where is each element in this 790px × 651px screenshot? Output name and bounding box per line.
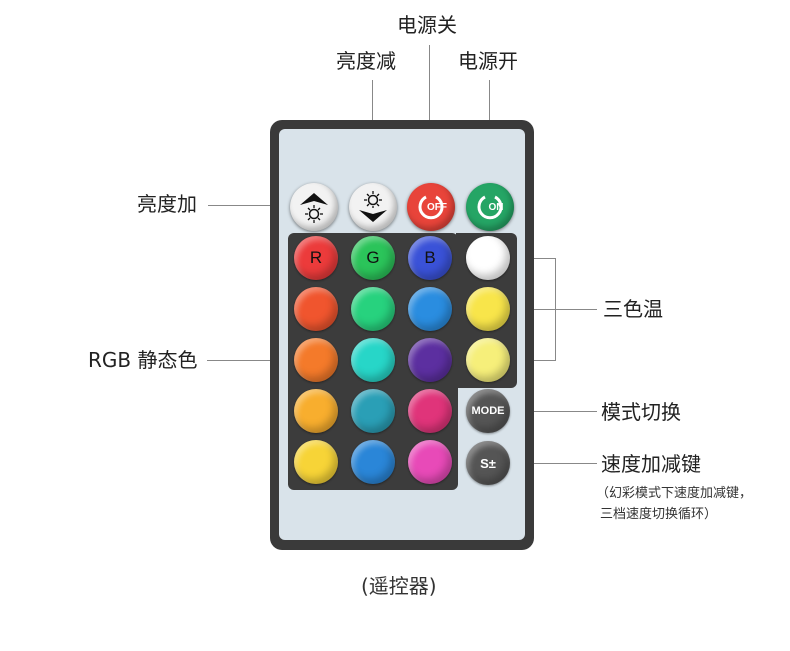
- mode-button[interactable]: MODE: [466, 389, 510, 433]
- color-button-r4-c3[interactable]: [408, 389, 452, 433]
- color-button-r4-c2[interactable]: [351, 389, 395, 433]
- color-button-r1-c2[interactable]: [351, 236, 395, 280]
- leader-power-off: [429, 45, 430, 185]
- color-button-r4-c1[interactable]: [294, 389, 338, 433]
- three-temps-label: 三色温: [603, 297, 663, 321]
- b-label: B: [424, 248, 436, 267]
- color-button-r2-c2[interactable]: [351, 287, 395, 331]
- speed-button[interactable]: S±: [466, 441, 510, 485]
- off-label: OFF: [427, 201, 447, 213]
- brightness-down-label: 亮度减: [336, 49, 396, 73]
- r-label: R: [309, 248, 323, 267]
- warm-temp-button-1[interactable]: [466, 287, 510, 331]
- speed-note-line1: （幻彩模式下速度加减键，: [596, 486, 753, 501]
- color-button-r3-c3[interactable]: [408, 338, 452, 382]
- white-temp-button[interactable]: [466, 236, 510, 280]
- leader-temps-bracket: [555, 258, 556, 361]
- color-button-r1-c3[interactable]: [408, 236, 452, 280]
- speed-label: S±: [480, 455, 496, 471]
- rgb-static-label: RGB 静态色: [88, 348, 198, 372]
- leader-speed: [511, 463, 597, 464]
- power-icon: [418, 195, 444, 220]
- on-label: ON: [488, 201, 504, 213]
- power-icon: [477, 195, 503, 220]
- brightness-up-icon: [300, 193, 328, 223]
- leader-rgb: [207, 360, 295, 361]
- g-label: G: [366, 248, 380, 267]
- caption: (遥控器): [361, 574, 437, 598]
- leader-brightness-up: [208, 205, 302, 206]
- brightness-down-button[interactable]: [349, 183, 397, 231]
- color-button-r3-c2[interactable]: [351, 338, 395, 382]
- warm-temp-button-2[interactable]: [466, 338, 510, 382]
- remote-control: OFF ON R G B MODE S±: [270, 120, 534, 550]
- speed-key-label: 速度加减键: [601, 452, 701, 476]
- color-button-r2-c3[interactable]: [408, 287, 452, 331]
- color-button-r2-c1[interactable]: [294, 287, 338, 331]
- brightness-down-icon: [359, 191, 387, 222]
- mode-switch-label: 模式切换: [601, 400, 681, 424]
- color-button-r5-c3[interactable]: [408, 440, 452, 484]
- brightness-up-label: 亮度加: [137, 192, 197, 216]
- color-button-r3-c1[interactable]: [294, 338, 338, 382]
- leader-temps-mid: [505, 309, 597, 310]
- power-off-label: 电源关: [397, 13, 457, 37]
- power-on-button[interactable]: ON: [466, 183, 514, 231]
- speed-note-line2: 三档速度切换循环）: [600, 507, 718, 522]
- leader-mode: [511, 411, 597, 412]
- color-button-r1-c1[interactable]: [294, 236, 338, 280]
- power-off-button[interactable]: OFF: [407, 183, 455, 231]
- power-on-label: 电源开: [458, 49, 518, 73]
- brightness-up-button[interactable]: [290, 183, 338, 231]
- mode-label: MODE: [471, 405, 505, 417]
- color-button-r5-c2[interactable]: [351, 440, 395, 484]
- color-button-r5-c1[interactable]: [294, 440, 338, 484]
